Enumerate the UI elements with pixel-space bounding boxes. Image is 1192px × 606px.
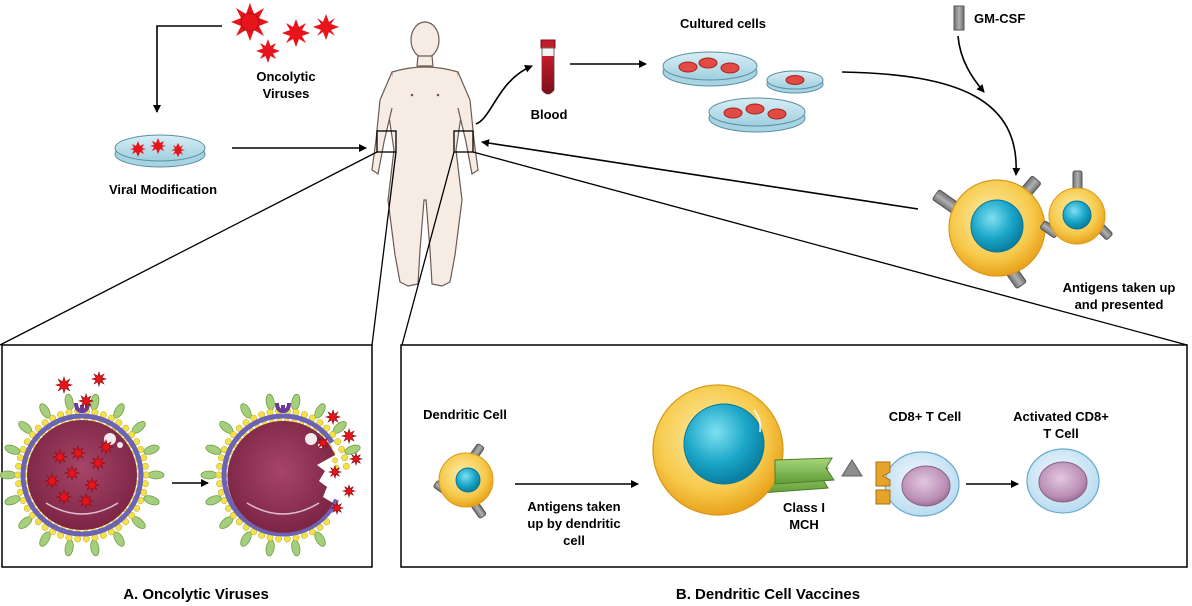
arrow-viruses-to-dish bbox=[153, 25, 222, 113]
virus-icon bbox=[313, 14, 339, 40]
blood-tube-icon bbox=[540, 39, 556, 95]
zoom-line-b-left bbox=[401, 151, 455, 346]
label-oncolytic-viruses: Oncolytic Viruses bbox=[256, 69, 316, 101]
mhc-receptor-icon bbox=[774, 457, 835, 485]
arrow-culture-to-dc bbox=[841, 71, 1021, 176]
caption-dendritic-cell-vaccines: B. Dendritic Cell Vaccines bbox=[675, 586, 861, 603]
virus-icon bbox=[256, 39, 280, 63]
infected-cell-icon bbox=[200, 393, 361, 557]
zoom-line-b-right bbox=[472, 151, 1188, 346]
zoom-line-a-right bbox=[371, 151, 397, 346]
caption-oncolytic-viruses: A. Oncolytic Viruses bbox=[123, 586, 269, 603]
label-antigens-presented: Antigens taken up and presented bbox=[1062, 280, 1176, 312]
label-dendritic-cell: Dendritic Cell bbox=[423, 407, 507, 422]
panel-b-frame bbox=[400, 344, 1188, 568]
released-virus-group bbox=[315, 408, 364, 516]
label-antigens-taken-up: Antigens taken up by dendritic cell bbox=[527, 499, 621, 548]
left-wrist-box bbox=[376, 130, 397, 153]
petri-dish-icon bbox=[662, 51, 758, 87]
free-virus-group bbox=[54, 370, 108, 410]
zoom-line-a-left bbox=[0, 151, 378, 346]
antigen-triangle-icon bbox=[841, 459, 863, 477]
label-gm-csf: GM-CSF bbox=[974, 11, 1026, 26]
dendritic-cell-icon bbox=[1040, 170, 1113, 245]
petri-dish-icon bbox=[708, 97, 806, 133]
dendritic-cell-icon bbox=[932, 175, 1046, 289]
label-class-mch: Class I MCH bbox=[783, 500, 825, 532]
label-cultured-cells: Cultured cells bbox=[680, 16, 766, 31]
large-dendritic-cell-icon bbox=[652, 384, 829, 516]
oncolytic-viruses-cluster bbox=[231, 3, 339, 63]
virus-icon bbox=[282, 19, 310, 47]
t-cell-receptor-icon bbox=[875, 461, 891, 505]
arrow-dc-to-body bbox=[481, 139, 919, 210]
label-viral-modification: Viral Modification bbox=[108, 182, 218, 197]
arrow-gmcsf bbox=[957, 35, 985, 93]
label-blood: Blood bbox=[530, 107, 568, 122]
t-cell-icon bbox=[884, 451, 960, 517]
petri-dish-icon bbox=[766, 70, 824, 94]
infected-cell-icon bbox=[0, 393, 165, 557]
panel-a-frame bbox=[1, 344, 373, 568]
activated-t-cell-icon bbox=[1026, 448, 1100, 514]
dendritic-cell-icon bbox=[433, 443, 494, 519]
human-body-icon bbox=[371, 21, 479, 287]
arrow-body-to-blood bbox=[475, 64, 533, 125]
petri-dish-icon bbox=[114, 134, 206, 168]
label-cd8-t-cell: CD8+ T Cell bbox=[888, 409, 962, 424]
label-activated-cd8: Activated CD8+ T Cell bbox=[1013, 409, 1109, 441]
virus-icon bbox=[231, 3, 269, 41]
gm-csf-tube-icon bbox=[953, 5, 965, 31]
right-wrist-box bbox=[453, 130, 474, 153]
